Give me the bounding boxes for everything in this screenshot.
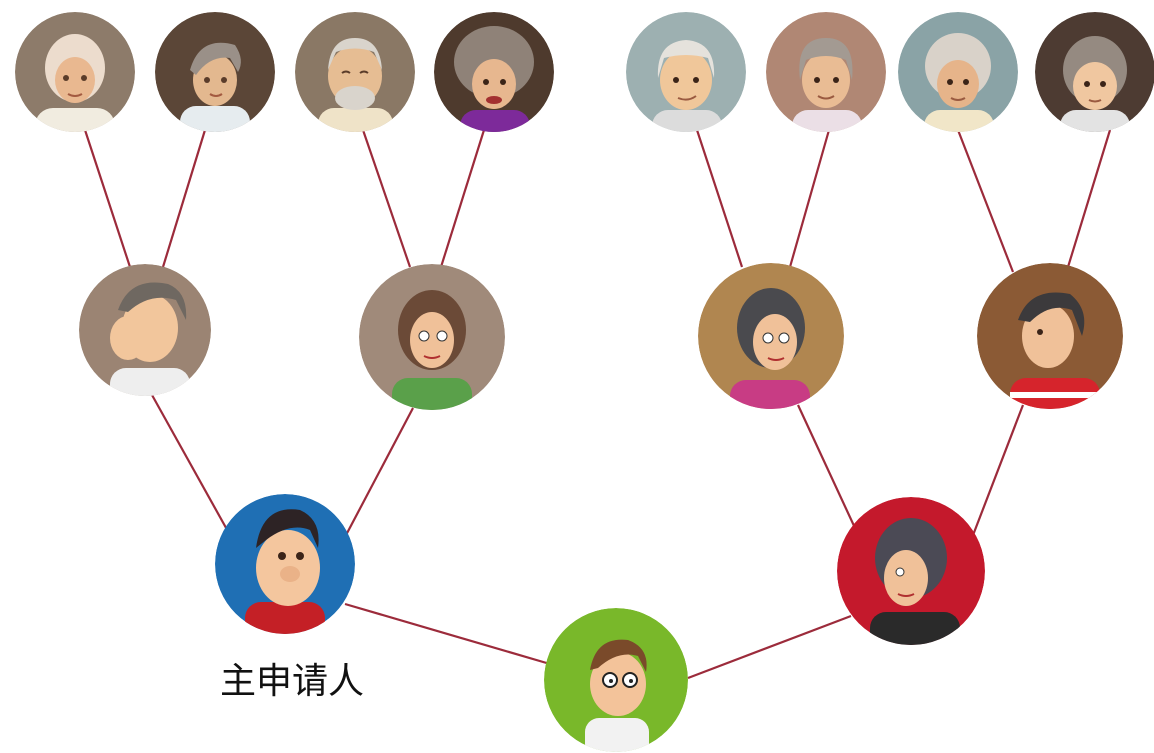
avatar-applicant: [215, 494, 355, 634]
connector-line: [687, 614, 852, 680]
avatar-father-applicant: [79, 264, 211, 396]
connector-line: [797, 404, 856, 529]
avatar-grandmother-4: [898, 12, 1018, 132]
connector-line: [161, 129, 207, 268]
connector-line: [788, 129, 831, 268]
connector-line: [361, 129, 412, 268]
connector-line: [344, 602, 551, 666]
connector-line: [1066, 129, 1112, 268]
connector-line: [968, 404, 1025, 544]
connector-line: [83, 129, 132, 268]
avatar-father-spouse: [977, 263, 1123, 409]
avatar-grandmother-2: [434, 12, 554, 132]
avatar-grandfather-2: [295, 12, 415, 132]
avatar-grandfather-1: [155, 12, 275, 132]
connector-line: [151, 394, 231, 536]
avatar-spouse: [837, 497, 985, 645]
avatar-mother-applicant: [359, 264, 505, 410]
connector-line: [344, 407, 414, 538]
avatar-grandmother-5: [1035, 12, 1154, 132]
connector-lines: [83, 129, 1112, 680]
connector-line: [695, 129, 744, 268]
connector-line: [439, 129, 486, 268]
connector-line: [956, 129, 1015, 273]
avatar-child: [544, 608, 688, 752]
avatar-grandfather-3: [626, 12, 746, 132]
avatar-mother-spouse: [698, 263, 844, 409]
applicant-label: 主申请人: [220, 661, 365, 702]
avatar-grandmother-3: [766, 12, 886, 132]
avatar-grandmother-1: [15, 12, 135, 132]
